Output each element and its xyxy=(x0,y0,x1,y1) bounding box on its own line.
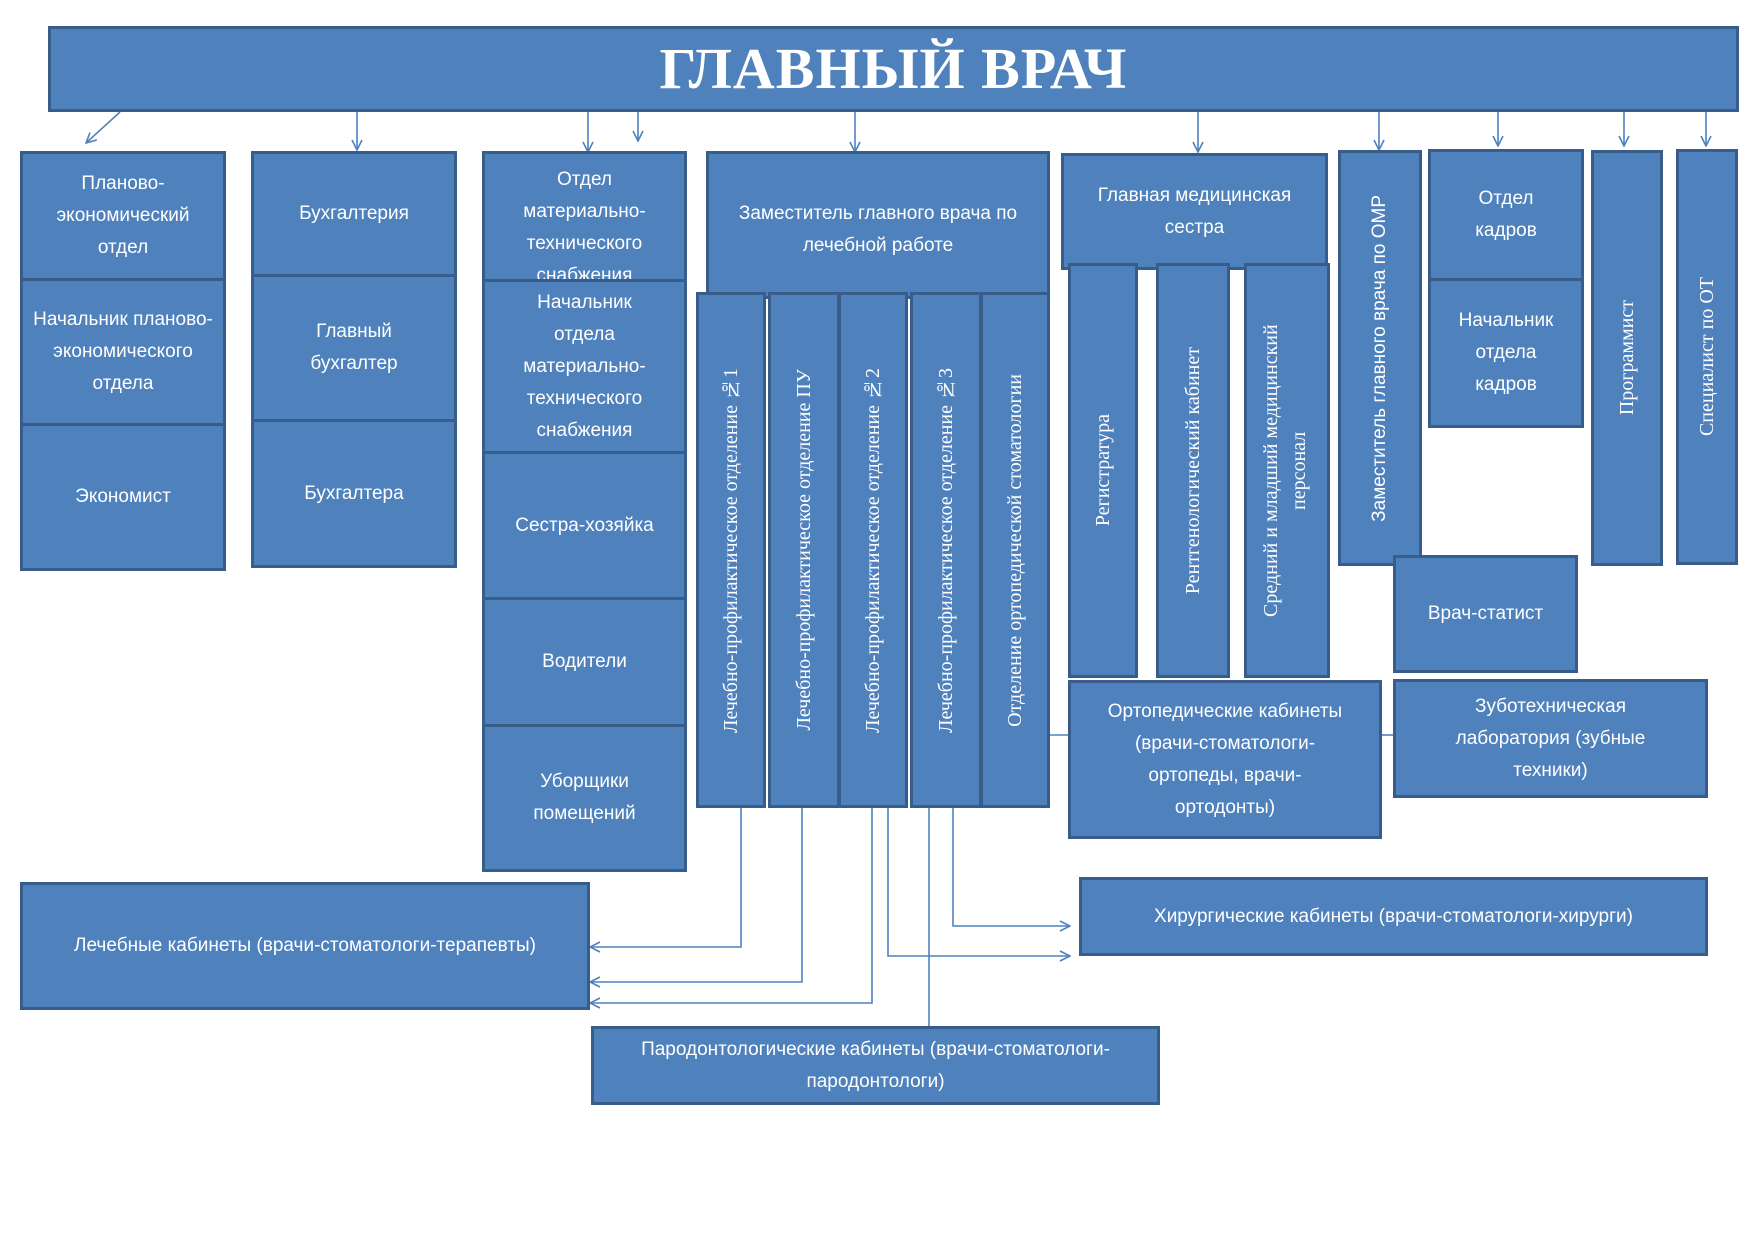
orthopedic-department-label: Отделение ортопедической стоматологии xyxy=(1004,373,1026,727)
department-1-box: Лечебно-профилактическое отделение №1 xyxy=(696,292,766,808)
supply-head-label: Начальник отдела материально-техническог… xyxy=(523,291,646,441)
surgical-cabinets-label: Хирургические кабинеты (врачи-стоматолог… xyxy=(1154,905,1633,927)
housekeeper-box: Сестра-хозяйка xyxy=(482,451,687,600)
safety-specialist-label: Специалист по ОТ xyxy=(1696,277,1718,437)
chief-accountant-label: Главный бухгалтер xyxy=(310,321,398,374)
department-3-box: Лечебно-профилактическое отделение №3 xyxy=(910,292,982,808)
hr-head-label: Начальник отдела кадров xyxy=(1458,310,1554,395)
programmer-box: Программист xyxy=(1591,150,1663,566)
economics-head-label: Начальник планово-экономического отдела xyxy=(33,309,213,394)
supply-head-box: Начальник отдела материально-техническог… xyxy=(482,279,687,454)
accountants-box: Бухгалтера xyxy=(251,419,457,568)
safety-specialist-box: Специалист по ОТ xyxy=(1676,149,1738,565)
department-1-label: Лечебно-профилактическое отделение №1 xyxy=(720,367,742,733)
chief-accountant-box: Главный бухгалтер xyxy=(251,274,457,422)
medical-deputy-label: Заместитель главного врача по лечебной р… xyxy=(738,203,1018,256)
orthopedic-cabinets-label: Ортопедические кабинеты (врачи-стоматоло… xyxy=(1107,700,1343,818)
department-pu-box: Лечебно-профилактическое отделение ПУ xyxy=(768,292,840,808)
drivers-label: Водители xyxy=(542,651,627,672)
nursing-staff-box: Средний и младший медицинский персонал xyxy=(1244,263,1330,678)
chief-physician-title: ГЛАВНЫЙ ВРАЧ xyxy=(659,36,1128,101)
economics-head-box: Начальник планово-экономического отдела xyxy=(20,278,226,426)
chief-physician-header: ГЛАВНЫЙ ВРАЧ xyxy=(48,26,1739,112)
hr-department-box: Отдел кадров xyxy=(1428,149,1584,281)
registry-label: Регистратура xyxy=(1092,414,1114,527)
cleaners-label: Уборщики помещений xyxy=(533,771,636,824)
radiology-box: Рентгенологический кабинет xyxy=(1156,263,1230,678)
supply-department-label: Отдел материально-технического снабжения xyxy=(523,169,646,282)
supply-department-box: Отдел материально-технического снабжения xyxy=(482,151,687,282)
medical-deputy-box: Заместитель главного врача по лечебной р… xyxy=(706,151,1050,299)
radiology-label: Рентгенологический кабинет xyxy=(1182,346,1204,595)
head-nurse-label: Главная медицинская сестра xyxy=(1097,184,1292,238)
statistician-label: Врач-статист xyxy=(1427,603,1544,624)
head-nurse-box: Главная медицинская сестра xyxy=(1061,153,1328,270)
registry-box: Регистратура xyxy=(1068,263,1138,678)
dental-lab-label: Зуботехническая лаборатория (зубные техн… xyxy=(1455,695,1646,781)
accounting-department-label: Бухгалтерия xyxy=(299,203,409,224)
department-pu-label: Лечебно-профилактическое отделение ПУ xyxy=(793,369,815,731)
department-2-box: Лечебно-профилактическое отделение №2 xyxy=(838,292,908,808)
periodontal-cabinets-label: Пародонтологические кабинеты (врачи-стом… xyxy=(641,1038,1110,1092)
drivers-box: Водители xyxy=(482,597,687,727)
nursing-staff-label: Средний и младший медицинский персонал xyxy=(1260,324,1310,617)
surgical-cabinets-box: Хирургические кабинеты (врачи-стоматолог… xyxy=(1079,877,1708,956)
therapy-cabinets-box: Лечебные кабинеты (врачи-стоматологи-тер… xyxy=(20,882,590,1010)
economics-department-label: Планово-экономический отдел xyxy=(56,173,190,258)
department-2-label: Лечебно-профилактическое отделение №2 xyxy=(862,367,884,733)
periodontal-cabinets-box: Пародонтологические кабинеты (врачи-стом… xyxy=(591,1026,1160,1105)
orthopedic-cabinets-box: Ортопедические кабинеты (врачи-стоматоло… xyxy=(1068,680,1382,839)
therapy-cabinets-label: Лечебные кабинеты (врачи-стоматологи-тер… xyxy=(74,935,536,956)
dental-lab-box: Зуботехническая лаборатория (зубные техн… xyxy=(1393,679,1708,798)
economics-department-box: Планово-экономический отдел xyxy=(20,151,226,281)
programmer-label: Программист xyxy=(1616,300,1638,416)
orthopedic-department-box: Отделение ортопедической стоматологии xyxy=(980,292,1050,808)
omr-deputy-label: Заместитель главного врача по ОМР xyxy=(1369,194,1390,522)
economist-label: Экономист xyxy=(75,486,171,507)
accountants-label: Бухгалтера xyxy=(304,482,404,504)
accounting-department-box: Бухгалтерия xyxy=(251,151,457,277)
department-3-label: Лечебно-профилактическое отделение №3 xyxy=(935,367,957,733)
statistician-box: Врач-статист xyxy=(1393,555,1578,673)
housekeeper-label: Сестра-хозяйка xyxy=(515,514,654,536)
cleaners-box: Уборщики помещений xyxy=(482,724,687,872)
hr-department-label: Отдел кадров xyxy=(1475,188,1537,241)
hr-head-box: Начальник отдела кадров xyxy=(1428,278,1584,428)
economist-box: Экономист xyxy=(20,423,226,571)
omr-deputy-box: Заместитель главного врача по ОМР xyxy=(1338,150,1422,566)
